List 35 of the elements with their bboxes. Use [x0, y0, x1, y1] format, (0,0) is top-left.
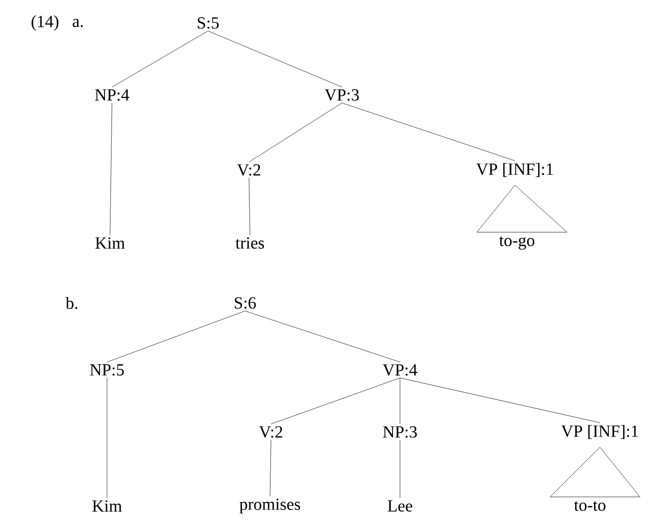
tree-branch: [110, 102, 112, 236]
tree-branch: [248, 178, 250, 236]
tree-branch: [270, 440, 272, 497]
tree-label: NP:5: [90, 364, 124, 376]
tree-label: to-go: [499, 236, 534, 250]
tree-branch: [244, 310, 400, 362]
tree-label: Kim: [92, 500, 122, 512]
example-number: a.: [72, 18, 83, 28]
tree-label: tries: [236, 237, 264, 249]
tree-branch: [400, 378, 600, 423]
example-number: (14): [32, 15, 58, 31]
tree-label: Kim: [95, 237, 125, 249]
tree-branch: [208, 30, 342, 88]
tree-branch: [342, 102, 516, 161]
tree-label: V:2: [237, 164, 260, 176]
tree-label: VP:3: [324, 89, 359, 101]
tree-branch: [106, 378, 108, 498]
tree-label: S:5: [198, 17, 219, 29]
tree-label: VP [INF]:1: [561, 424, 638, 440]
subtree-triangle: [476, 185, 568, 232]
tree-label: S:6: [234, 297, 256, 309]
example-number: b.: [66, 296, 78, 309]
tree-branch: [112, 30, 208, 88]
tree-branch: [248, 102, 342, 162]
subtree-triangle: [550, 447, 640, 498]
tree-branch: [106, 310, 246, 362]
tree-branch: [270, 378, 400, 424]
tree-label: NP:3: [383, 426, 417, 438]
tree-label: VP [INF]:1: [476, 162, 553, 178]
tree-label: promises: [240, 498, 300, 514]
tree-label: VP:4: [382, 364, 418, 376]
tree-label: to-to: [574, 501, 606, 511]
tree-label: NP:4: [95, 89, 130, 101]
tree-label: Lee: [388, 500, 412, 512]
tree-label: V:2: [259, 426, 282, 438]
